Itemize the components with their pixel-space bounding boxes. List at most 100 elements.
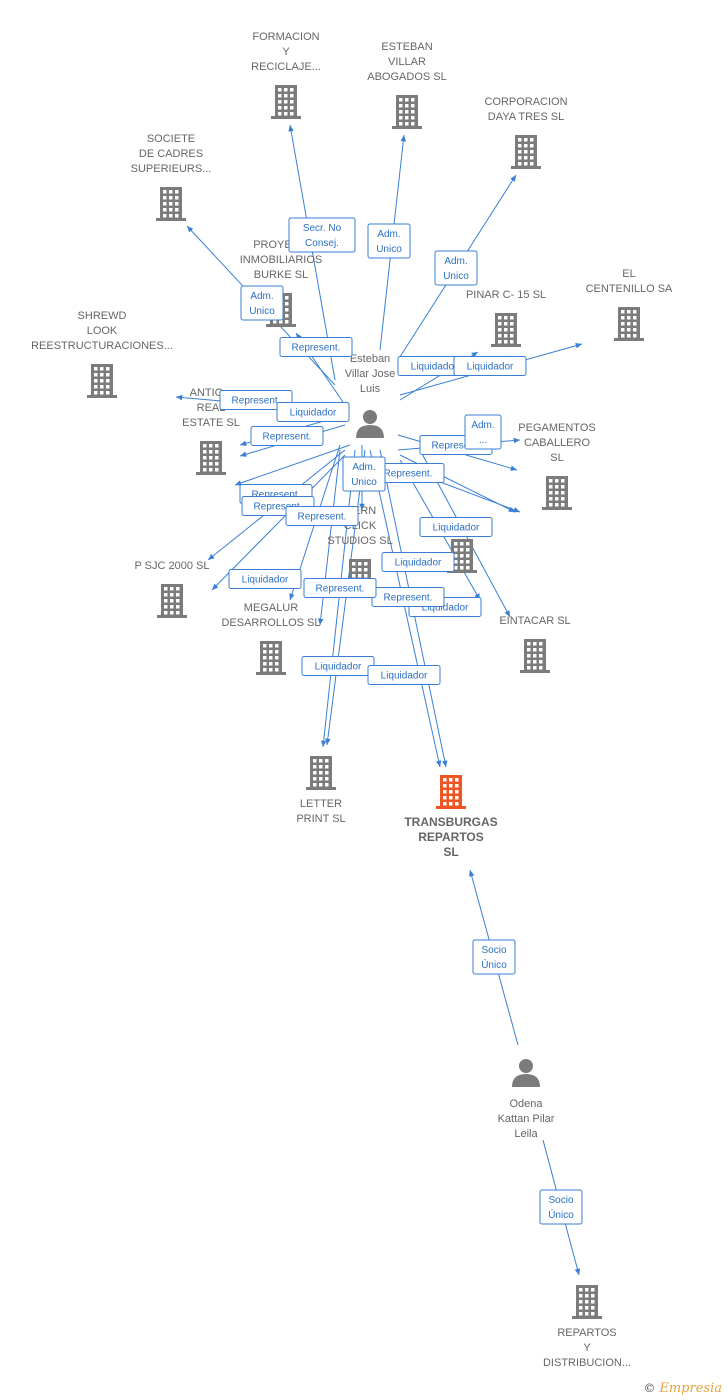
edge-label-box[interactable]	[472, 939, 516, 975]
edge-label-box[interactable]	[228, 569, 302, 589]
building-icon-highlight[interactable]	[436, 775, 466, 809]
node-label: EL	[622, 268, 635, 280]
edge-label-box[interactable]	[367, 665, 441, 685]
edge-label[interactable]: Adm.Unico	[367, 223, 411, 259]
edge-label-box[interactable]	[250, 426, 324, 446]
brand-logo[interactable]: Empresia	[659, 1381, 722, 1396]
edge-label-text: Único	[548, 1208, 574, 1221]
node-formacion[interactable]: FORMACIONYRECICLAJE...	[251, 31, 321, 119]
node-eintacar[interactable]: EINTACAR SL	[499, 615, 571, 673]
edge-label[interactable]: Represent.	[219, 390, 293, 410]
edge-label-box[interactable]	[303, 578, 377, 598]
edge-label[interactable]: Adm.Unico	[240, 285, 284, 321]
building-icon[interactable]	[306, 756, 336, 790]
node-label: RECICLAJE...	[251, 61, 321, 73]
edge-label[interactable]: Liquidador	[301, 656, 375, 676]
edge-label-text: Represent.	[263, 432, 312, 443]
edge-label[interactable]: Represent.	[250, 426, 324, 446]
edge-label-text: Liquidador	[467, 362, 514, 373]
edge-label[interactable]: Adm....	[464, 414, 502, 450]
person-icon[interactable]	[512, 1059, 540, 1087]
building-icon[interactable]	[271, 85, 301, 119]
edge-label-text: Unico	[351, 477, 377, 488]
edge-label-box[interactable]	[342, 456, 386, 492]
edge-label-box[interactable]	[434, 250, 478, 286]
edge-label[interactable]: Represent.	[371, 587, 445, 607]
building-icon[interactable]	[87, 364, 117, 398]
node-label: CORPORACION	[484, 96, 567, 108]
edge-label-box[interactable]	[276, 402, 350, 422]
node-pinar[interactable]: PINAR C- 15 SL	[466, 289, 546, 347]
edge-label-box[interactable]	[419, 517, 493, 537]
edge-label-text: Represent.	[252, 490, 301, 501]
edge-label[interactable]: Liquidador	[276, 402, 350, 422]
node-repartos[interactable]: REPARTOSYDISTRIBUCION...	[543, 1285, 631, 1369]
node-label: MEGALUR	[244, 602, 298, 614]
edge-label-box[interactable]	[219, 390, 293, 410]
node-label: SUPERIEURS...	[131, 163, 212, 175]
edge-label-box[interactable]	[240, 285, 284, 321]
edge-label[interactable]: Adm.Unico	[434, 250, 478, 286]
building-icon[interactable]	[520, 639, 550, 673]
edge-label-text: Adm.	[377, 229, 400, 240]
edge-label-text: Liquidador	[242, 575, 289, 586]
edge-label[interactable]: Represent.	[279, 337, 353, 357]
edge-label[interactable]: Adm.Unico	[342, 456, 386, 492]
building-icon[interactable]	[196, 441, 226, 475]
edge-label-text: Represent.	[384, 469, 433, 480]
edge-label-box[interactable]	[464, 414, 502, 450]
node-label: CABALLERO	[524, 437, 590, 449]
edge-label[interactable]: Liquidador	[453, 356, 527, 376]
node-shrewd[interactable]: SHREWDLOOKREESTRUCTURACIONES...	[31, 310, 173, 398]
building-icon[interactable]	[392, 95, 422, 129]
building-icon[interactable]	[511, 135, 541, 169]
node-label: DISTRIBUCION...	[543, 1357, 631, 1369]
building-icon[interactable]	[542, 476, 572, 510]
edge-label[interactable]: Represent.	[285, 506, 359, 526]
edge-label-box[interactable]	[381, 552, 455, 572]
edge-label-box[interactable]	[453, 356, 527, 376]
edge-label-box[interactable]	[285, 506, 359, 526]
building-icon[interactable]	[256, 641, 286, 675]
edge-label-box[interactable]	[279, 337, 353, 357]
edge-label-text: Represent.	[292, 343, 341, 354]
building-icon[interactable]	[572, 1285, 602, 1319]
edge-label[interactable]: Liquidador	[228, 569, 302, 589]
edge-label[interactable]: Liquidador	[419, 517, 493, 537]
edge-label[interactable]: Liquidador	[381, 552, 455, 572]
building-icon[interactable]	[614, 307, 644, 341]
node-label: ESTEBAN	[381, 41, 432, 53]
edge-label-text: Liquidador	[395, 558, 442, 569]
edge-label-box[interactable]	[288, 217, 356, 253]
edge-label-text: Adm.	[444, 256, 467, 267]
edge-label[interactable]: Represent.	[303, 578, 377, 598]
node-label: SL	[443, 845, 458, 859]
edge-label-box[interactable]	[539, 1189, 583, 1225]
person-icon[interactable]	[356, 410, 384, 438]
edge-label[interactable]: Liquidador	[367, 665, 441, 685]
building-icon[interactable]	[157, 584, 187, 618]
copyright-symbol: ©	[643, 1381, 656, 1395]
node-unknown[interactable]	[447, 539, 477, 573]
building-icon[interactable]	[447, 539, 477, 573]
building-icon[interactable]	[156, 187, 186, 221]
building-icon[interactable]	[491, 313, 521, 347]
edge-label-box[interactable]	[367, 223, 411, 259]
node-psjc[interactable]: P SJC 2000 SL	[134, 560, 210, 618]
node-label: REAL	[197, 402, 226, 414]
